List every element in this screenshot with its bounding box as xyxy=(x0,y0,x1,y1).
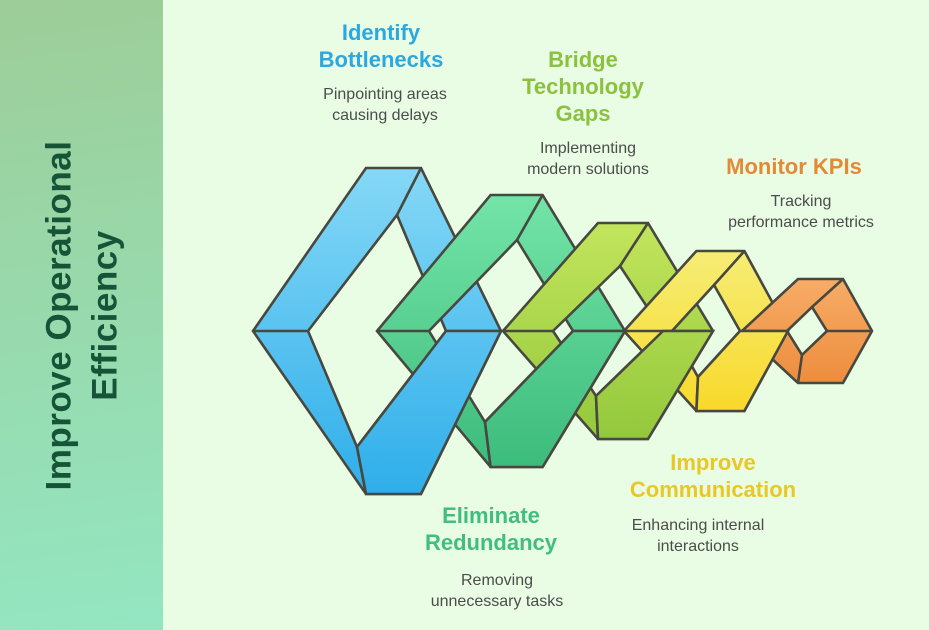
title-line: Communication xyxy=(629,477,797,502)
step-title-identify-bottlenecks: Identify Bottlenecks xyxy=(281,19,481,73)
step-title-bridge-technology-gaps: Bridge Technology Gaps xyxy=(483,46,683,127)
title-line: Monitor KPIs xyxy=(726,154,862,179)
desc-line: Pinpointing areas xyxy=(323,86,447,103)
desc-line: Tracking xyxy=(770,193,832,210)
sidebar: Improve Operational Efficiency xyxy=(0,0,163,630)
step-desc-bridge-technology-gaps: Implementing modern solutions xyxy=(488,139,688,180)
desc-line: Removing xyxy=(460,572,534,589)
desc-line: unnecessary tasks xyxy=(430,592,564,610)
ring-weave-patch-identify-bottlenecks xyxy=(355,329,504,496)
step-title-eliminate-redundancy: Eliminate Redundancy xyxy=(380,502,602,556)
step-title-improve-communication: Improve Communication xyxy=(593,449,833,503)
step-desc-eliminate-redundancy: Removing unnecessary tasks xyxy=(387,571,607,612)
ring-weave-patch-improve-communication xyxy=(695,329,791,413)
desc-line: Implementing xyxy=(539,140,637,157)
step-desc-monitor-kpis: Tracking performance metrics xyxy=(671,192,929,233)
ring-weave-patch-bridge-technology-gaps xyxy=(594,329,716,441)
step-title-monitor-kpis: Monitor KPIs xyxy=(664,153,924,180)
desc-line: interactions xyxy=(657,537,739,555)
title-line: Identify xyxy=(341,20,421,45)
title-line: Improve xyxy=(670,450,756,475)
title-line: Eliminate xyxy=(442,503,540,528)
title-line: Redundancy xyxy=(424,530,558,555)
step-desc-improve-communication: Enhancing internal interactions xyxy=(588,516,808,557)
title-line: Bottlenecks xyxy=(318,47,444,72)
desc-line: Enhancing internal xyxy=(631,517,765,534)
step-desc-identify-bottlenecks: Pinpointing areas causing delays xyxy=(285,85,485,126)
title-line: Technology xyxy=(522,74,644,99)
desc-line: modern solutions xyxy=(527,160,649,178)
desc-line: performance metrics xyxy=(728,213,874,231)
desc-line: causing delays xyxy=(332,106,438,124)
ring-weave-patch-eliminate-redundancy xyxy=(483,329,628,469)
title-line: Bridge xyxy=(548,47,618,72)
title-line: Gaps xyxy=(555,101,611,126)
